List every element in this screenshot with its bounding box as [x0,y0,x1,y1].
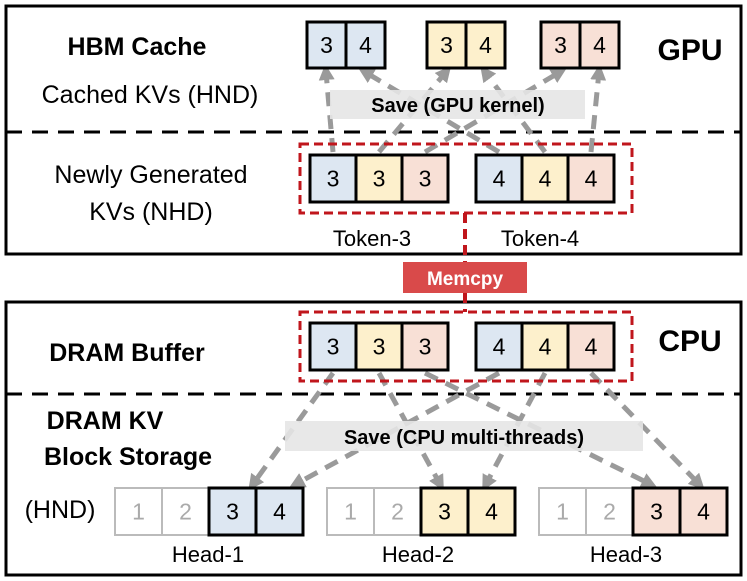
svg-text:2: 2 [603,499,616,525]
token-4-label: Token-4 [501,226,579,251]
head3-cell-0: 1 [538,487,587,536]
svg-text:1: 1 [556,499,569,525]
svg-text:4: 4 [493,166,506,192]
svg-text:3: 3 [438,499,451,525]
dram-buffer-title: DRAM Buffer [49,339,205,367]
svg-text:4: 4 [539,334,552,360]
buffer4-cell-2: 4 [566,321,616,372]
gpu-save-banner-bg [330,90,585,119]
svg-text:3: 3 [554,32,567,58]
svg-text:3: 3 [419,334,432,360]
token4-cell-1: 4 [520,153,570,204]
cpu-save-banner-bg [285,421,643,451]
cached-blue-cell-1: 4 [344,20,387,70]
newly-generated-label: Newly Generated [54,161,247,189]
head2-cell-0: 1 [326,487,375,536]
head2-cell-2: 3 [419,486,470,537]
new-kvs-group-box [298,142,634,215]
buffer3-cell-0: 3 [308,321,358,372]
buffer4-cell-0: 4 [474,321,524,372]
memcpy-badge [403,262,527,293]
svg-text:4: 4 [585,334,598,360]
svg-text:3: 3 [373,166,386,192]
svg-text:4: 4 [485,499,498,525]
gpu-label: GPU [657,34,722,67]
head2-cell-1: 2 [373,487,422,536]
svg-text:4: 4 [359,32,372,58]
dram-kv-title: DRAM KV [47,407,164,435]
head3-cell-2: 3 [631,486,682,537]
head1-cell-2: 3 [207,486,258,537]
kvs-nhd-label: KVs (NHD) [89,198,213,226]
svg-text:3: 3 [226,499,239,525]
token4-cell-0: 4 [474,153,524,204]
cpu-save-arrow-1 [376,371,444,492]
cached-blue-cell-0: 3 [305,20,348,70]
buffer4-cell-1: 4 [520,321,570,372]
svg-text:3: 3 [440,32,453,58]
cached-yellow-cell-1: 4 [464,20,507,70]
cached-pink-cell-1: 4 [578,20,621,70]
svg-text:4: 4 [697,499,710,525]
head3-cell-3: 4 [678,486,729,537]
head1-cell-1: 2 [161,487,210,536]
svg-text:3: 3 [419,166,432,192]
buffer3-cell-1: 3 [354,321,404,372]
cpu-save-arrow-5 [589,371,705,490]
head1-cell-0: 1 [114,487,163,536]
head2-cell-3: 4 [466,486,517,537]
cached-kvs-label: Cached KVs (HND) [42,81,259,109]
token3-cell-2: 3 [400,153,450,204]
svg-text:1: 1 [132,499,145,525]
svg-text:3: 3 [650,499,663,525]
svg-text:4: 4 [539,166,552,192]
gpu-save-arrow-0 [318,64,336,153]
dram-buffer-group-box [298,310,634,383]
gpu-save-banner: Save (GPU kernel) [371,95,544,117]
svg-text:3: 3 [327,166,340,192]
cached-pink-cell-0: 3 [539,20,582,70]
cpu-save-arrow-4 [482,371,548,492]
token4-cell-2: 4 [566,153,616,204]
token3-cell-1: 3 [354,153,404,204]
svg-text:2: 2 [179,499,192,525]
hbm-cache-title: HBM Cache [68,33,207,61]
head-3-label: Head-3 [590,542,662,567]
buffer3-cell-2: 3 [400,321,450,372]
token-3-label: Token-3 [333,226,411,251]
svg-text:3: 3 [320,32,333,58]
head3-cell-1: 2 [585,487,634,536]
head1-cell-3: 4 [254,486,305,537]
svg-text:4: 4 [273,499,286,525]
svg-text:2: 2 [391,499,404,525]
cpu-label: CPU [658,325,721,358]
cpu-save-banner: Save (CPU multi-threads) [344,427,584,449]
block-storage-title: Block Storage [44,443,212,471]
memcpy-label: Memcpy [427,269,503,290]
svg-text:4: 4 [585,166,598,192]
svg-text:4: 4 [493,334,506,360]
svg-text:4: 4 [479,32,492,58]
head-1-label: Head-1 [172,542,244,567]
svg-text:1: 1 [344,499,357,525]
gpu-save-arrow-5 [588,64,607,153]
hnd-label: (HND) [25,496,96,524]
svg-text:3: 3 [327,334,340,360]
token3-cell-0: 3 [308,153,358,204]
svg-text:3: 3 [373,334,386,360]
head-2-label: Head-2 [382,542,454,567]
svg-text:4: 4 [593,32,606,58]
cached-yellow-cell-0: 3 [425,20,468,70]
